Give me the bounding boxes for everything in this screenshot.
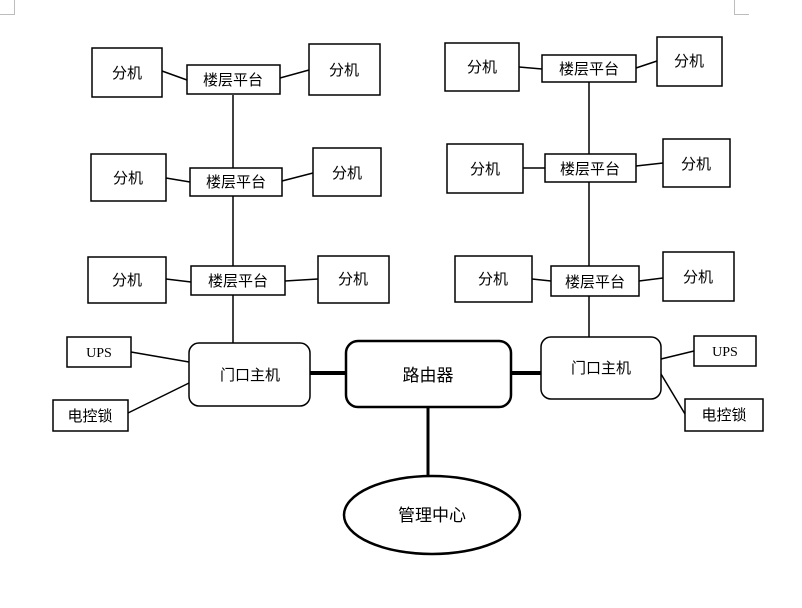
- core: 路由器 管理中心: [342, 339, 522, 556]
- floor-platform-label: 楼层平台: [559, 60, 619, 78]
- extension-label: 分机: [683, 268, 713, 286]
- extension-label: 分机: [338, 270, 368, 288]
- extension-label: 分机: [112, 64, 142, 82]
- floor-platform-label: 楼层平台: [203, 71, 263, 89]
- link: [165, 278, 192, 283]
- link: [660, 350, 695, 360]
- floor-platform-box: [550, 265, 640, 297]
- door-host-label: 门口主机: [220, 366, 280, 384]
- extension-label: 分机: [113, 169, 143, 187]
- ups-label: UPS: [86, 346, 112, 361]
- extension-box: [91, 47, 163, 98]
- link: [127, 382, 190, 414]
- link: [284, 278, 319, 282]
- link: [638, 277, 664, 282]
- lock-label: 电控锁: [67, 407, 112, 425]
- lock-box: [52, 399, 129, 432]
- ups-box: [693, 335, 757, 367]
- floor-platform-box: [190, 265, 286, 296]
- floor-platform-box: [189, 167, 283, 197]
- link: [635, 162, 664, 167]
- link: [635, 60, 658, 69]
- ups-box: [66, 336, 132, 368]
- link: [130, 351, 190, 363]
- crop-mark-top-left: [0, 0, 15, 15]
- router-label: 路由器: [403, 366, 454, 386]
- floor-platform-box: [544, 153, 637, 183]
- lock-label: 电控锁: [701, 406, 746, 424]
- link: [279, 69, 310, 79]
- crop-mark-top-right: [734, 0, 749, 15]
- extension-label: 分机: [467, 58, 497, 76]
- extension-box: [662, 251, 735, 302]
- extension-box: [444, 42, 520, 92]
- extension-box: [454, 255, 533, 303]
- extension-label: 分机: [470, 160, 500, 178]
- management-center-ellipse: [342, 474, 522, 556]
- extension-box: [317, 255, 390, 304]
- extension-label: 分机: [332, 164, 362, 182]
- floor-platform-label: 楼层平台: [206, 173, 266, 191]
- ups-label: UPS: [712, 345, 738, 360]
- right-tower: 分机 楼层平台 分机 分机 楼层平台 分机 分机 楼层平台 分机 门口主机 UP…: [444, 36, 764, 432]
- extension-box: [87, 256, 167, 304]
- management-center-label: 管理中心: [398, 506, 466, 526]
- link: [531, 278, 552, 282]
- lock-box: [684, 398, 764, 432]
- floor-platform-label: 楼层平台: [565, 273, 625, 291]
- extension-box: [308, 43, 381, 96]
- extension-box: [90, 153, 167, 202]
- floor-platform-box: [186, 64, 281, 95]
- link: [660, 373, 686, 415]
- extension-label: 分机: [329, 61, 359, 79]
- link: [165, 177, 191, 183]
- extension-label: 分机: [681, 155, 711, 173]
- floor-platform-box: [541, 54, 637, 83]
- extension-label: 分机: [674, 52, 704, 70]
- extension-box: [656, 36, 723, 87]
- link: [281, 172, 314, 182]
- extension-box: [312, 147, 382, 197]
- link: [518, 66, 543, 70]
- extension-label: 分机: [112, 271, 142, 289]
- extension-box: [446, 143, 524, 194]
- extension-label: 分机: [478, 270, 508, 288]
- door-host-box: [540, 336, 662, 400]
- door-host-label: 门口主机: [571, 359, 631, 377]
- extension-box: [662, 138, 731, 188]
- floor-platform-label: 楼层平台: [208, 272, 268, 290]
- floor-platform-label: 楼层平台: [560, 160, 620, 178]
- router-box: [344, 339, 513, 409]
- link: [161, 70, 188, 81]
- door-host-box: [188, 342, 311, 407]
- left-tower: 分机 楼层平台 分机 分机 楼层平台 分机 分机 楼层平台 分机 门口主机 UP…: [52, 43, 390, 432]
